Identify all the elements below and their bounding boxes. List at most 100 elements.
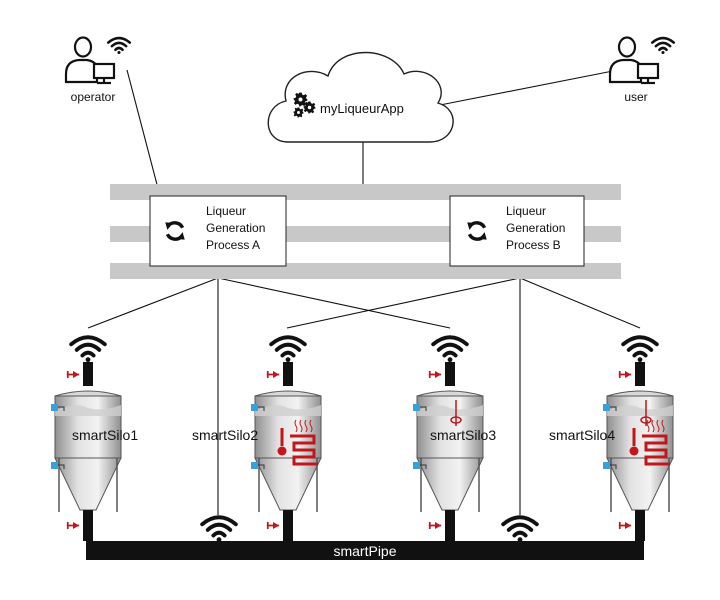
sensor-icon [251, 404, 258, 411]
person-computer-icon [64, 36, 116, 85]
process-b-line3: Process B [506, 238, 561, 252]
wifi-icon [651, 36, 675, 54]
valve-icon [266, 370, 280, 379]
probe-icon [610, 406, 617, 411]
probe-icon [258, 406, 265, 411]
wifi-icon [431, 335, 469, 362]
pipe-label: smartPipe [333, 543, 396, 559]
smart-pipe[interactable]: smartPipe [86, 541, 644, 560]
cloud-app[interactable]: myLiqueurApp [267, 51, 454, 143]
process-a-line3: Process A [206, 238, 260, 252]
process-b-box[interactable]: Liqueur Generation Process B [449, 195, 585, 267]
bottom-outlet [635, 510, 645, 541]
silo-4[interactable]: smartSilo4 [549, 335, 674, 541]
sensor-icon [51, 404, 58, 411]
top-outlet [83, 362, 93, 386]
silo-lid [254, 390, 322, 397]
silo-fill [55, 405, 121, 416]
process-a-line2: Generation [206, 221, 265, 235]
heater-coil-icon [290, 434, 318, 466]
heat-wave-icon [651, 419, 655, 433]
link-b-silo2 [286, 277, 521, 329]
pipe-wifi-icon [200, 515, 238, 542]
top-outlet [635, 362, 645, 386]
silo-fill [417, 405, 483, 416]
link-a-silo1 [87, 277, 219, 329]
link-b-silo4 [519, 277, 641, 329]
probe-icon [58, 464, 65, 469]
actor-operator[interactable]: operator [64, 36, 131, 105]
bus-stripe-bottom [110, 263, 621, 279]
probe-icon [420, 464, 427, 469]
heat-wave-icon [294, 419, 298, 433]
pipe-wifi-icon [501, 515, 539, 542]
probe-icon [258, 464, 265, 469]
silos: smartSilo1 smartSilo2 smartSilo3 smartSilo4 [51, 335, 674, 541]
valve-icon [66, 370, 80, 379]
process-a-box[interactable]: Liqueur Generation Process A [149, 195, 287, 267]
heat-wave-icon [299, 419, 303, 433]
thermometer-icon [277, 446, 287, 456]
silo-lid [54, 390, 122, 397]
link-operator-process-a [126, 69, 161, 197]
bottom-outlet [445, 510, 455, 541]
heat-wave-icon [661, 419, 665, 433]
user-label: user [624, 90, 647, 104]
wifi-icon [107, 36, 131, 54]
valve-icon [618, 370, 632, 379]
silo-3[interactable]: smartSilo3 [413, 335, 496, 541]
silo-body [416, 395, 484, 459]
process-b-line2: Generation [506, 221, 565, 235]
silo-body [606, 395, 674, 459]
silo-fill [255, 405, 321, 416]
silo-cone [254, 457, 322, 511]
operator-label: operator [71, 90, 116, 104]
bottom-outlet [283, 510, 293, 541]
stirrer-icon [450, 416, 462, 424]
bottom-outlet [83, 510, 93, 541]
silo-label: smartSilo2 [192, 427, 258, 443]
silo-2[interactable]: smartSilo2 [192, 335, 322, 541]
heat-wave-icon [646, 419, 650, 433]
wifi-icon [69, 335, 107, 362]
link-user-cloud [439, 69, 619, 106]
silo-body [254, 395, 322, 459]
valve-icon [66, 521, 80, 530]
top-outlet [445, 362, 455, 386]
valve-icon [428, 521, 442, 530]
silo-1[interactable]: smartSilo1 [51, 335, 138, 541]
sensor-icon [413, 404, 420, 411]
process-b-line1: Liqueur [506, 204, 546, 218]
silo-lid [416, 390, 484, 397]
process-a-line1: Liqueur [206, 204, 246, 218]
sensor-icon [51, 462, 58, 469]
silo-label: smartSilo4 [549, 427, 615, 443]
sensor-icon [603, 404, 610, 411]
silo-cone [54, 457, 122, 511]
probe-icon [58, 406, 65, 411]
valve-icon [428, 370, 442, 379]
heat-wave-icon [656, 419, 660, 433]
connection-lines [87, 69, 641, 515]
silo-lid [606, 390, 674, 397]
valve-icon [266, 521, 280, 530]
silo-cone [606, 457, 674, 511]
heat-wave-icon [304, 419, 308, 433]
cloud-shape [267, 51, 454, 143]
silo-label: smartSilo3 [430, 427, 496, 443]
person-computer-icon [608, 36, 660, 85]
wifi-icon [621, 335, 659, 362]
probe-icon [420, 406, 427, 411]
probe-icon [610, 464, 617, 469]
valve-icon [618, 521, 632, 530]
silo-body [54, 395, 122, 459]
actor-user[interactable]: user [608, 36, 675, 105]
heat-wave-icon [309, 419, 313, 433]
top-outlet [283, 362, 293, 386]
silo-cone [416, 457, 484, 511]
sensor-icon [413, 462, 420, 469]
thermometer-icon [629, 446, 639, 456]
link-a-silo3 [217, 277, 451, 329]
silo-fill [607, 405, 673, 416]
stirrer-icon [640, 416, 652, 424]
